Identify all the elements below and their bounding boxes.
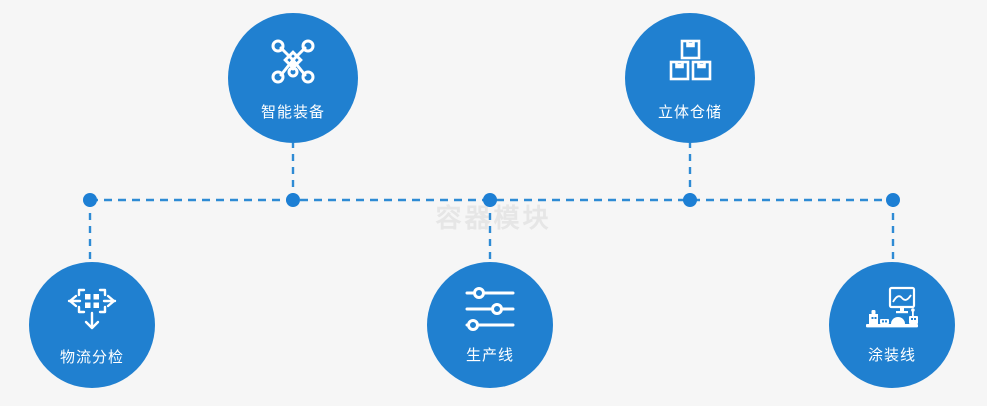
node-label: 物流分检 [59, 347, 124, 366]
node-label: 生产线 [465, 345, 514, 364]
node-logistics[interactable] [83, 193, 97, 207]
watermark-text: 容器模块 [435, 204, 552, 234]
node-label: 立体仓储 [657, 102, 722, 121]
node-label: 智能装备 [260, 102, 325, 121]
node-warehouse[interactable] [683, 193, 697, 207]
workstation-monitor-icon [863, 286, 921, 332]
node-equipment[interactable] [286, 193, 300, 207]
node-coating-line[interactable]: 涂装线 [829, 262, 955, 388]
node-production-line[interactable]: 生产线 [427, 262, 553, 388]
node-label: 涂装线 [867, 345, 916, 364]
sliders-icon [463, 286, 517, 332]
node-smart-equipment[interactable]: 智能装备 [228, 13, 358, 143]
sorting-arrows-icon [66, 284, 118, 334]
node-coating[interactable] [886, 193, 900, 207]
network-nodes-icon [267, 35, 319, 87]
node-center[interactable] [483, 193, 497, 207]
stacked-boxes-icon [664, 35, 716, 87]
node-logistics-sorting[interactable]: 物流分检 [29, 262, 155, 388]
node-vertical-warehouse[interactable]: 立体仓储 [625, 13, 755, 143]
